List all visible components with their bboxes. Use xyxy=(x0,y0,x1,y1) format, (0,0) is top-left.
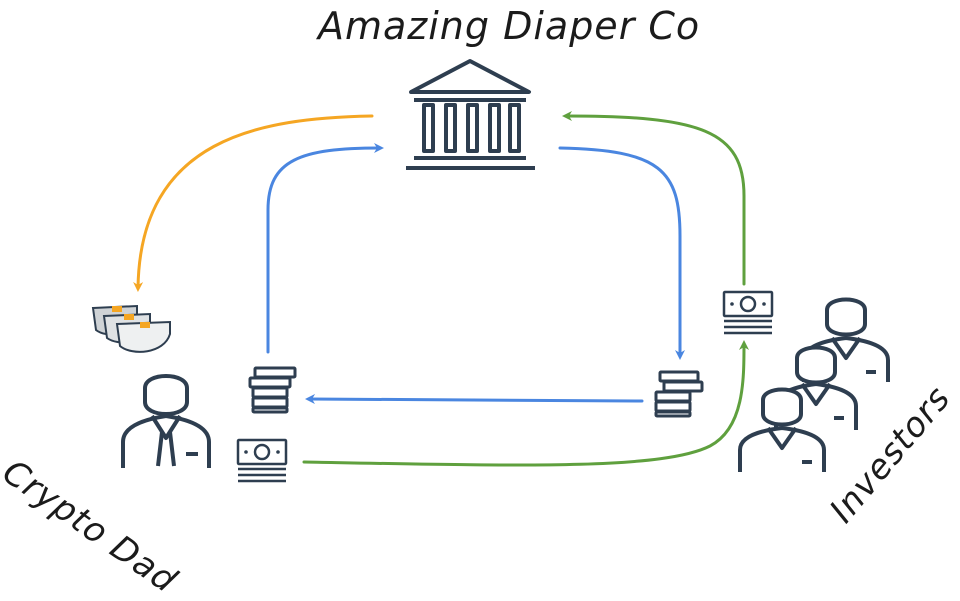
green-arrow-cryptodad-cash-to-investor-cash xyxy=(302,340,749,467)
flow-diagram: Amazing Diaper Co Crypto Dad Investors xyxy=(0,4,959,601)
green-arrow-investors-to-company xyxy=(562,111,746,286)
company-label: Amazing Diaper Co xyxy=(318,4,701,48)
blue-arrow-investor-coins-to-cryptodad-coins xyxy=(305,394,644,405)
diaper-stack-icon xyxy=(91,304,171,353)
cash-bills-icon xyxy=(236,438,288,483)
blue-arrow-company-to-investor-coins xyxy=(558,146,685,360)
businessman-icon xyxy=(121,374,211,468)
coin-stack-icon xyxy=(248,366,297,414)
investor-person-front xyxy=(738,387,826,472)
business-group-icon xyxy=(738,297,890,472)
bank-icon xyxy=(406,59,535,170)
investor-person-middle xyxy=(774,345,858,430)
cash-bills-icon xyxy=(722,290,774,335)
coin-stack-icon xyxy=(654,370,704,418)
diagram-canvas xyxy=(91,59,890,483)
orange-arrow-company-to-diapers xyxy=(133,114,374,292)
blue-arrow-cryptodad-to-company xyxy=(266,143,384,354)
